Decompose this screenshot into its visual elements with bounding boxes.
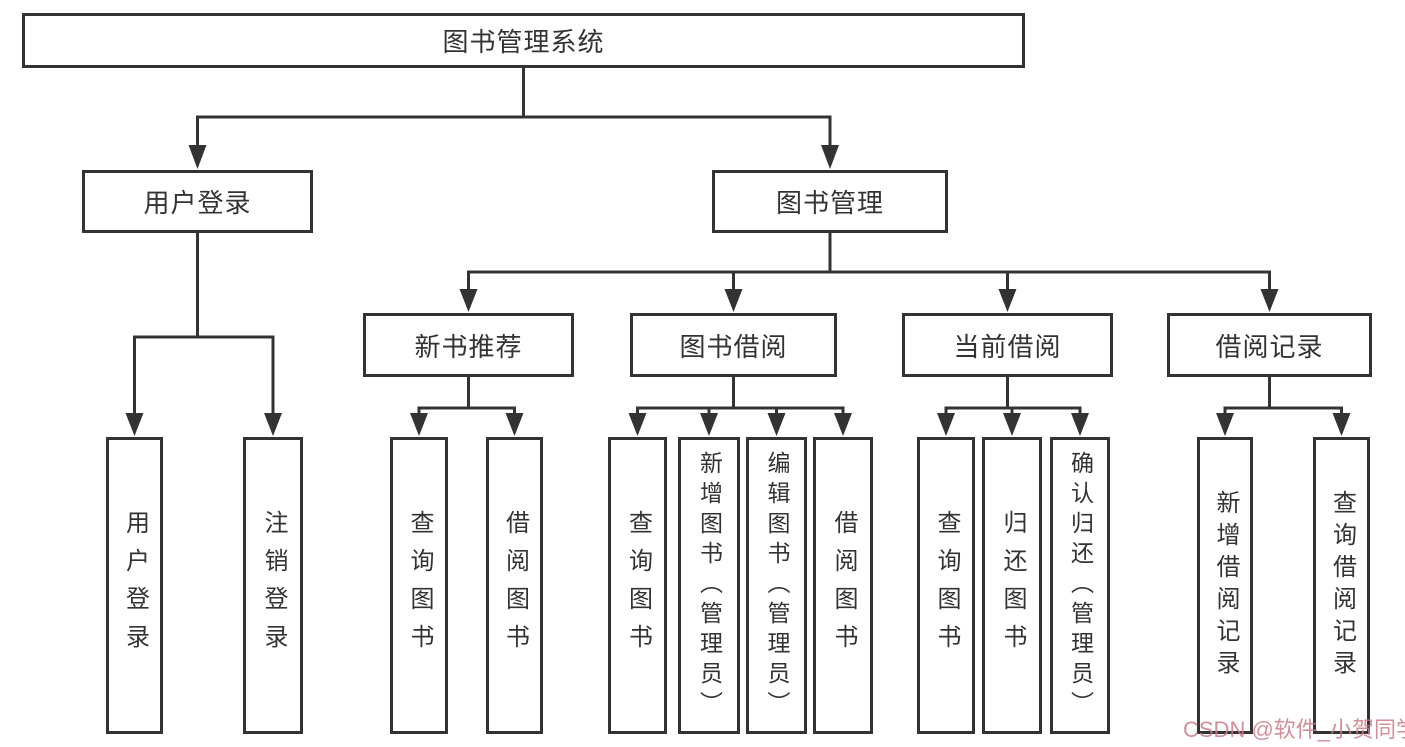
- leaf-borrow-books: 借阅图书: [813, 437, 873, 734]
- leaf-add-book-admin: 新增图书（管理员）: [678, 437, 740, 734]
- leaf-edit-book-admin: 编辑图书（管理员）: [746, 437, 807, 734]
- arrowheads: [125, 145, 1351, 436]
- leaf-query-books-borrow: 查询图书: [608, 437, 667, 734]
- leaf-query-books-recommend: 查询图书: [390, 437, 448, 734]
- leaf-confirm-return-admin: 确认归还（管理员）: [1050, 437, 1110, 734]
- leaf-query-borrow-record: 查询借阅记录: [1313, 437, 1370, 734]
- node-book-management: 图书管理: [712, 170, 948, 233]
- leaf-borrow-books-recommend: 借阅图书: [486, 437, 543, 734]
- node-new-book-recommend: 新书推荐: [363, 313, 574, 377]
- csdn-watermark: CSDN @软件_小贺同学: [1183, 717, 1405, 742]
- leaf-add-borrow-record: 新增借阅记录: [1197, 437, 1253, 734]
- leaf-return-books: 归还图书: [982, 437, 1042, 734]
- node-borrow-records: 借阅记录: [1167, 313, 1372, 377]
- node-library-management-system: 图书管理系统: [22, 13, 1025, 68]
- leaf-query-books-current: 查询图书: [917, 437, 975, 734]
- leaf-logout: 注销登录: [243, 437, 303, 734]
- node-book-borrow: 图书借阅: [630, 313, 837, 377]
- node-user-login: 用户登录: [82, 170, 313, 233]
- node-current-borrow: 当前借阅: [902, 313, 1113, 377]
- leaf-user-login: 用户登录: [106, 437, 163, 734]
